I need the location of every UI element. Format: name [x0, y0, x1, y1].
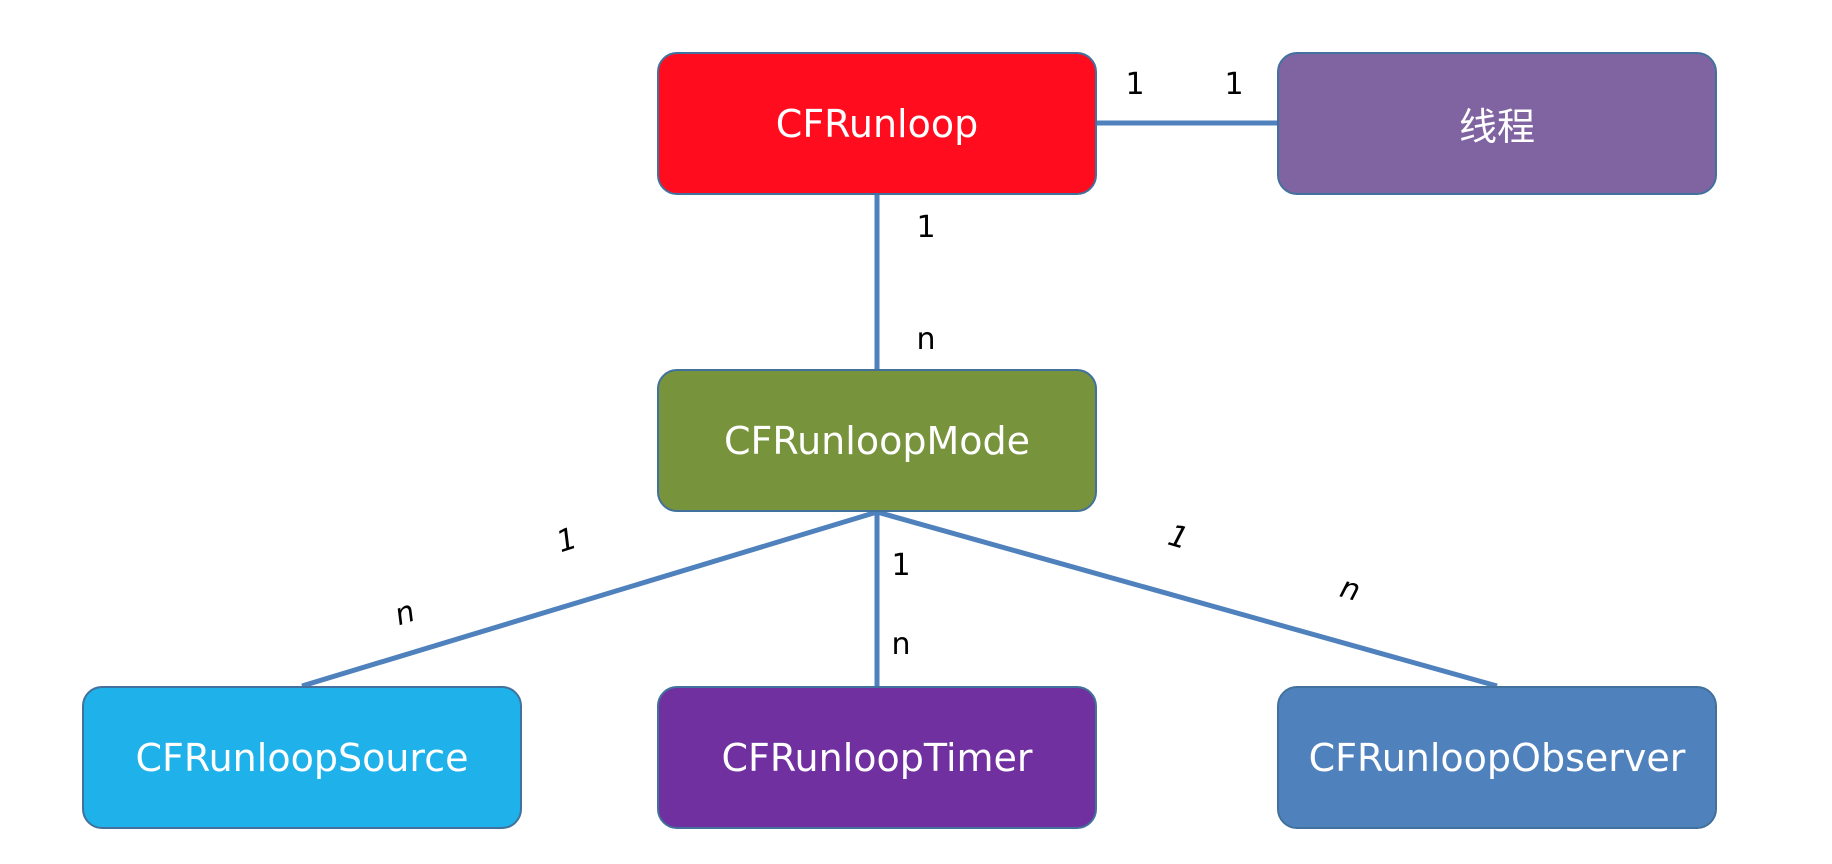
node-cfrunloopsource-label: CFRunloopSource: [135, 735, 469, 780]
node-cfrunloopmode-label: CFRunloopMode: [724, 418, 1030, 463]
node-cfrunloop-label: CFRunloop: [775, 101, 979, 146]
edge-mode-source: [301, 509, 878, 689]
node-thread: 线程: [1277, 52, 1717, 195]
mult-runloop-mode-from: 1: [916, 210, 936, 245]
node-cfrunloopobserver-label: CFRunloopObserver: [1308, 735, 1686, 780]
node-thread-label: 线程: [1458, 105, 1535, 149]
node-cfrunlooptimer-label: CFRunloopTimer: [721, 735, 1033, 780]
node-cfrunloopmode: CFRunloopMode: [657, 369, 1097, 512]
mult-mode-timer-to: n: [891, 627, 911, 662]
mult-runloop-thread-to: 1: [1224, 67, 1244, 102]
edge-mode-observer: [876, 509, 1498, 689]
mult-runloop-mode-to: n: [916, 322, 936, 357]
node-cfrunloop: CFRunloop: [657, 52, 1097, 195]
mult-mode-timer-from: 1: [891, 548, 911, 583]
node-cfrunlooptimer: CFRunloopTimer: [657, 686, 1097, 829]
node-cfrunloopobserver: CFRunloopObserver: [1277, 686, 1717, 829]
mult-runloop-thread-from: 1: [1125, 67, 1145, 102]
node-cfrunloopsource: CFRunloopSource: [82, 686, 522, 829]
